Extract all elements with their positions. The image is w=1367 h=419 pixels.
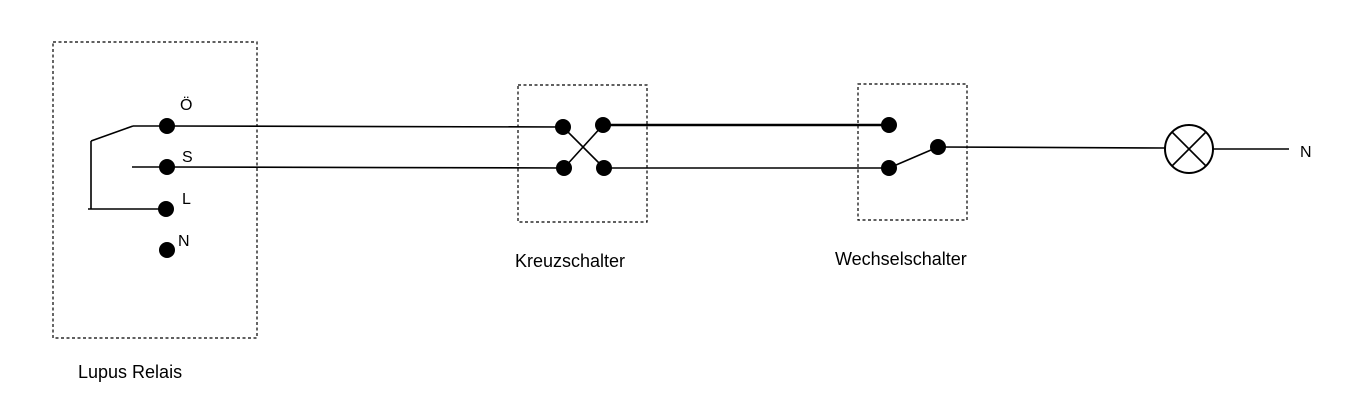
relay-group: Ö S L N Lupus Relais xyxy=(52,41,258,382)
relay-boundary-box xyxy=(52,41,258,339)
relay-terminal-label-oe: Ö xyxy=(180,96,192,114)
relay-caption: Lupus Relais xyxy=(78,362,182,382)
cross-switch-dot-bottom-left xyxy=(556,160,572,176)
wire-s-to-cross-switch xyxy=(166,166,565,169)
cross-switch-boundary-box xyxy=(517,84,648,223)
wire-changeover-to-lamp xyxy=(937,146,1166,149)
cross-switch-dot-top-left xyxy=(555,119,571,135)
relay-switch-arm xyxy=(90,125,134,142)
changeover-switch-dot-bottom xyxy=(881,160,897,176)
relay-terminal-dot-l xyxy=(158,201,174,217)
lamp-cross-line-2 xyxy=(1171,131,1207,167)
cross-switch-caption: Kreuzschalter xyxy=(515,251,625,271)
relay-terminal-label-l: L xyxy=(182,191,191,208)
relay-terminal-label-n: N xyxy=(178,233,190,250)
cross-switch-group: Kreuzschalter xyxy=(515,84,648,271)
changeover-switch-caption: Wechselschalter xyxy=(835,249,967,269)
wire-oe-to-cross-switch xyxy=(166,125,564,128)
relay-terminal-dot-n xyxy=(159,242,175,258)
lamp-icon xyxy=(1164,124,1214,174)
changeover-switch-dot-top xyxy=(881,117,897,133)
changeover-switch-arm xyxy=(888,146,939,169)
neutral-label: N xyxy=(1300,144,1312,161)
changeover-switch-boundary-box xyxy=(857,83,968,221)
cross-switch-diagonal-bl-tr xyxy=(563,124,604,169)
relay-terminal-label-s: S xyxy=(182,149,193,166)
changeover-switch-group: Wechselschalter xyxy=(835,83,968,269)
